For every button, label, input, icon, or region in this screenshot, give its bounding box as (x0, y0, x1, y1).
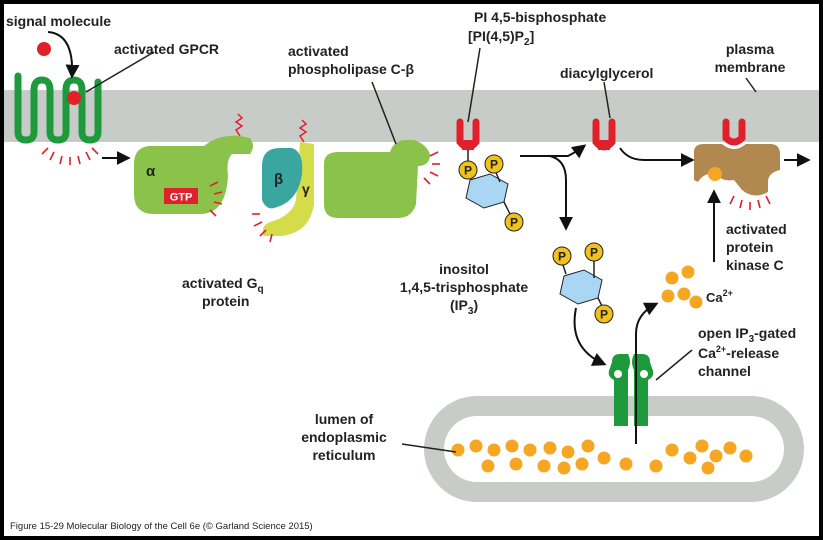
label-ca: Ca2+ (706, 288, 733, 305)
pkc-ticks (729, 195, 771, 210)
channel-leader (655, 349, 693, 381)
gpcr-receptor (14, 72, 102, 144)
phosphates: P P P P P P (458, 154, 614, 324)
g-alpha-lipid-anchor (234, 113, 244, 137)
g-alpha-ticks (209, 181, 223, 217)
label-er-line1: lumen of (315, 411, 374, 427)
label-gq-line2: protein (202, 293, 249, 309)
pip2-to-ip3-arrow (549, 155, 573, 231)
signal-molecule-dot (37, 42, 51, 56)
label-pkc-line3: kinase C (726, 257, 784, 273)
phosphate-pip2-1: P (458, 160, 478, 180)
plc-ticks (423, 151, 440, 185)
label-pip2-line2: [PI(4,5)P2] (468, 28, 534, 48)
signal-arrow (47, 31, 80, 79)
pip2-to-dag-arrow (520, 144, 587, 159)
cytosolic-calcium (661, 265, 703, 309)
dag-leader (603, 81, 611, 119)
label-plasma-line2: membrane (715, 59, 786, 75)
bound-signal-molecule (67, 91, 81, 105)
gpcr-leader (85, 51, 155, 93)
er-lumen (444, 416, 784, 482)
plc-leader (371, 81, 397, 145)
svg-text:P: P (600, 308, 608, 322)
g-beta-subunit (262, 148, 303, 209)
phosphate-ip3-3: P (594, 304, 614, 324)
er-leader (401, 443, 457, 453)
gtp-badge (164, 188, 198, 204)
label-pkc-line1: activated (726, 221, 787, 237)
pip2-leader (467, 47, 481, 123)
label-plc-line2: phospholipase C-β (288, 61, 414, 77)
g-alpha-subunit (134, 135, 253, 214)
label-channel-line2: Ca2+-release (698, 344, 779, 361)
plasma-membrane-leader (745, 77, 757, 93)
g-beta-ticks (252, 213, 273, 243)
ip3-molecule (559, 260, 605, 311)
label-plc-line1: activated (288, 43, 349, 59)
label-dag: diacylglycerol (560, 65, 653, 81)
label-ip3-line2: 1,4,5-trisphosphate (400, 279, 529, 295)
er-calcium (451, 439, 753, 475)
figure-caption: Figure 15-29 Molecular Biology of the Ce… (10, 521, 313, 532)
signaling-diagram: P P P P P P signal molecule activated GP… (4, 9, 819, 502)
pip2-lipid (456, 118, 513, 219)
label-channel-line1: open IP3-gated (698, 325, 796, 345)
phosphate-ip3-2: P (584, 242, 604, 262)
svg-text:P: P (558, 250, 566, 264)
label-er-line2: endoplasmic (301, 429, 387, 445)
label-gq-line1: activated Gq (182, 275, 264, 295)
pip2-inositol-ring (465, 173, 509, 209)
diagram-panel: P P P P P P signal molecule activated GP… (4, 4, 819, 518)
svg-text:P: P (490, 158, 498, 172)
phosphate-pip2-2: P (484, 154, 504, 174)
label-alpha: α (146, 163, 156, 180)
ip3-to-channel-arrow (573, 307, 607, 366)
label-beta: β (274, 171, 283, 188)
label-pip2-line1: PI 4,5-bisphosphate (474, 9, 606, 25)
label-signal-molecule: signal molecule (6, 13, 111, 29)
pkc-enzyme (694, 118, 780, 196)
g-beta-gamma-lipid (298, 119, 308, 143)
label-gtp: GTP (170, 192, 193, 204)
svg-text:P: P (510, 216, 518, 230)
ca-release-arrow (635, 302, 659, 444)
gpcr-activation-ticks (41, 147, 99, 165)
ip3-gated-channel (608, 354, 654, 426)
plc-beta-enzyme (324, 140, 430, 218)
phosphate-pip2-3: P (504, 212, 524, 232)
dag-to-pkc-arrow (619, 147, 695, 167)
label-activated-gpcr: activated GPCR (114, 41, 219, 57)
svg-text:P: P (590, 246, 598, 260)
plasma-membrane (4, 90, 819, 142)
label-channel-line3: channel (698, 363, 751, 379)
phosphate-ip3-1: P (552, 246, 572, 266)
label-gamma: γ (302, 181, 310, 197)
svg-text:P: P (464, 164, 472, 178)
label-ip3-line1: inositol (439, 261, 489, 277)
label-plasma-line1: plasma (726, 41, 774, 57)
caption-bar: Figure 15-29 Molecular Biology of the Ce… (4, 518, 819, 536)
label-pkc-line2: protein (726, 239, 773, 255)
label-er-line3: reticulum (312, 447, 375, 463)
label-ip3-line3: (IP3) (450, 297, 478, 317)
dag-lipid (592, 118, 616, 151)
